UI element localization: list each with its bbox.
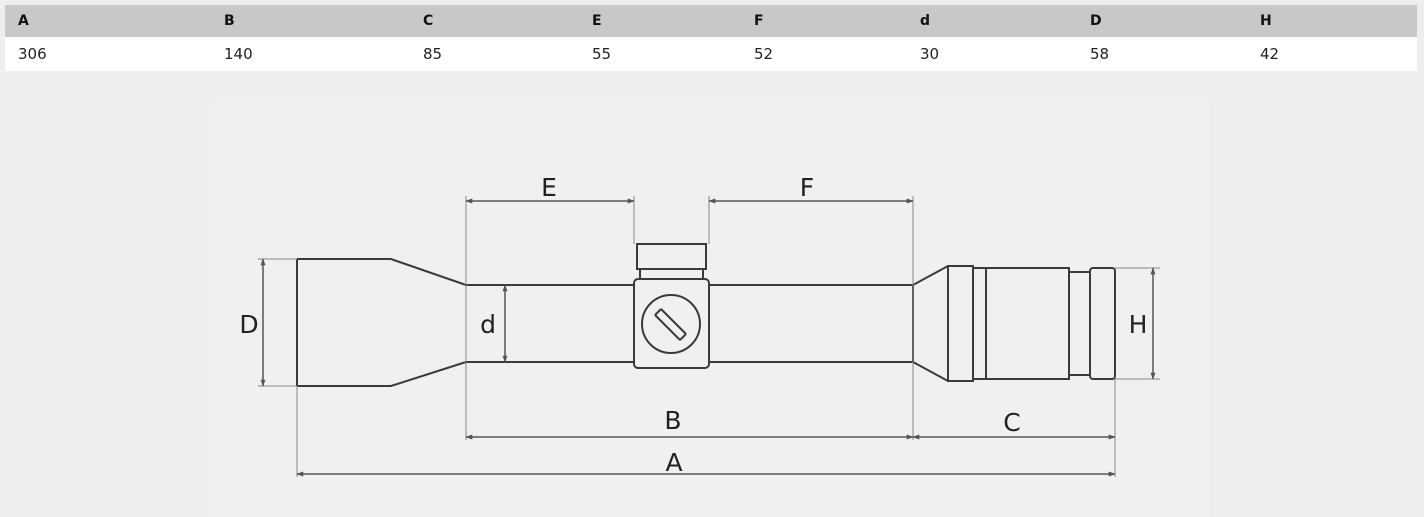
table-header-row: A B C E F d D H [5, 5, 1417, 37]
label-a: A [665, 448, 682, 477]
value-cell-a: 306 [18, 45, 47, 63]
value-cell-d: 58 [1090, 45, 1110, 63]
objective-bell [296, 258, 467, 387]
value-cell-f: 52 [754, 45, 774, 63]
header-cell-h: H [1260, 13, 1272, 29]
windage-dial [641, 294, 701, 354]
main-tube-right [709, 284, 913, 363]
header-cell-f: F [754, 13, 764, 29]
header-cell-e: E [592, 13, 602, 29]
value-cell-b: 140 [224, 45, 253, 63]
value-cell-e: 55 [592, 45, 612, 63]
dimension-lines [260, 198, 1156, 477]
label-f: F [800, 173, 814, 202]
header-cell-d-small: d [920, 13, 931, 29]
eyepiece-body [985, 267, 1070, 380]
label-d-small: d [480, 310, 496, 339]
dimensions-table: A B C E F d D H 306 140 85 55 52 30 58 4… [5, 5, 1417, 71]
scope-outline [296, 243, 1116, 387]
eyepiece-ring-1 [947, 265, 974, 382]
label-e: E [541, 173, 557, 202]
header-cell-a: A [18, 13, 29, 29]
value-cell-h: 42 [1260, 45, 1280, 63]
header-cell-d: D [1090, 13, 1102, 29]
dial-slot [654, 308, 687, 341]
elevation-turret-cap [636, 243, 707, 270]
extension-lines [258, 196, 1160, 477]
main-tube-left [466, 284, 634, 363]
eyepiece-ring-2 [972, 267, 987, 380]
label-c: C [1003, 408, 1020, 437]
label-b: B [664, 406, 681, 435]
label-h: H [1129, 310, 1148, 339]
label-d: D [239, 310, 258, 339]
value-cell-c: 85 [423, 45, 443, 63]
table-row: 306 140 85 55 52 30 58 42 [5, 37, 1417, 71]
eyepiece-end [1089, 267, 1116, 380]
eyepiece-step [1068, 271, 1091, 376]
value-cell-d-small: 30 [920, 45, 940, 63]
header-cell-c: C [423, 13, 434, 29]
turret-collar [639, 269, 704, 279]
eyepiece-taper [912, 265, 949, 382]
header-cell-b: B [224, 13, 235, 29]
turret-housing [633, 278, 710, 369]
